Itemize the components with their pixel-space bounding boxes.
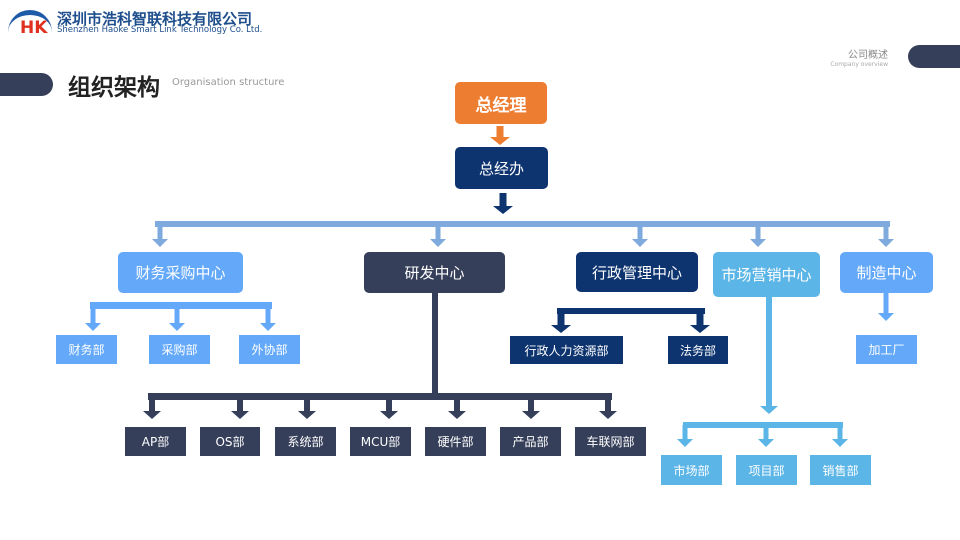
- connector-line: [696, 311, 704, 326]
- rd-dept-box: 系统部: [275, 427, 336, 456]
- arrow-head: [690, 325, 710, 333]
- marketing-center: 市场营销中心: [713, 252, 820, 297]
- finance-procurement-center: 财务采购中心: [118, 252, 243, 293]
- rd-dept-box: OS部: [200, 427, 260, 456]
- company-name-cn: 深圳市浩科智联科技有限公司: [57, 10, 253, 28]
- connector-line: [837, 425, 843, 440]
- manufacturing-center: 制造中心: [840, 252, 933, 293]
- connector-line: [148, 393, 612, 400]
- connector-line: [605, 396, 611, 412]
- connector-line: [174, 305, 180, 324]
- arrow-head: [298, 411, 316, 419]
- arrow-head: [448, 411, 466, 419]
- connector-line: [763, 425, 769, 440]
- arrow-head: [878, 239, 894, 247]
- connector-line: [637, 224, 643, 240]
- connector-line: [766, 297, 772, 407]
- connector-line: [157, 224, 163, 240]
- section-label-en: Company overview: [830, 61, 888, 68]
- connector-line: [528, 396, 534, 412]
- arrow-head: [832, 439, 848, 447]
- arrow-head: [169, 323, 185, 331]
- arrow-head: [85, 323, 101, 331]
- marketing-dept-box: 项目部: [736, 455, 797, 485]
- arrow-head: [551, 325, 571, 333]
- arrow-head: [260, 323, 276, 331]
- connector-line: [557, 308, 705, 314]
- gm-office-box: 总经办: [455, 147, 548, 189]
- arrow-head: [750, 239, 766, 247]
- connector-line: [454, 396, 460, 412]
- rd-dept-box: 车联网部: [575, 427, 646, 456]
- finance-dept-box: 采购部: [149, 335, 210, 364]
- arrow-head: [878, 313, 894, 321]
- connector-line: [435, 224, 441, 240]
- arrow-head: [760, 406, 778, 414]
- finance-dept-box: 外协部: [239, 335, 300, 364]
- arrow-head: [231, 411, 249, 419]
- arrow-head: [522, 411, 540, 419]
- page-title: 组织架构: [68, 75, 160, 101]
- connector-line: [149, 396, 155, 412]
- connector-line: [683, 422, 843, 428]
- connector-line: [90, 302, 272, 309]
- connector-line: [499, 193, 507, 207]
- section-nav-tab[interactable]: [908, 45, 960, 68]
- marketing-dept-box: 销售部: [810, 455, 871, 485]
- rd-dept-box: AP部: [125, 427, 186, 456]
- arrow-head: [152, 239, 168, 247]
- arrow-head: [430, 239, 446, 247]
- connector-line: [557, 311, 565, 326]
- admin-dept-box: 行政人力资源部: [510, 336, 623, 364]
- page-subtitle: Organisation structure: [172, 77, 285, 88]
- rd-center: 研发中心: [364, 252, 505, 293]
- rd-dept-box: 硬件部: [425, 427, 486, 456]
- arrow-head: [143, 411, 161, 419]
- connector-line: [90, 305, 96, 324]
- finance-dept-box: 财务部: [56, 335, 117, 364]
- manufacturing-dept-box: 加工厂: [856, 335, 917, 364]
- arrow-head: [380, 411, 398, 419]
- arrow-head: [632, 239, 648, 247]
- rd-dept-box: 产品部: [500, 427, 561, 456]
- marketing-dept-box: 市场部: [661, 455, 722, 485]
- connector-line: [237, 396, 243, 412]
- arrow-head: [677, 439, 693, 447]
- arrow-head: [490, 137, 510, 145]
- arrow-head: [599, 411, 617, 419]
- connector-line: [883, 293, 889, 314]
- connector-line: [386, 396, 392, 412]
- admin-dept-box: 法务部: [668, 336, 728, 364]
- connector-line: [496, 126, 504, 138]
- company-logo: HK: [8, 10, 52, 38]
- connector-line: [682, 425, 688, 440]
- connector-line: [883, 224, 889, 240]
- company-name-en: Shenzhen Haoke Smart Link Technology Co.…: [57, 25, 263, 35]
- title-accent-bar: [0, 73, 53, 96]
- arrow-head: [758, 439, 774, 447]
- connector-line: [265, 305, 271, 324]
- rd-dept-box: MCU部: [350, 427, 411, 456]
- arrow-head: [493, 206, 513, 214]
- section-label-cn: 公司概述: [848, 50, 888, 61]
- connector-line: [155, 221, 890, 227]
- ceo-box: 总经理: [455, 82, 547, 124]
- connector-line: [755, 224, 761, 240]
- connector-line: [432, 293, 438, 395]
- admin-center: 行政管理中心: [576, 252, 698, 292]
- connector-line: [304, 396, 310, 412]
